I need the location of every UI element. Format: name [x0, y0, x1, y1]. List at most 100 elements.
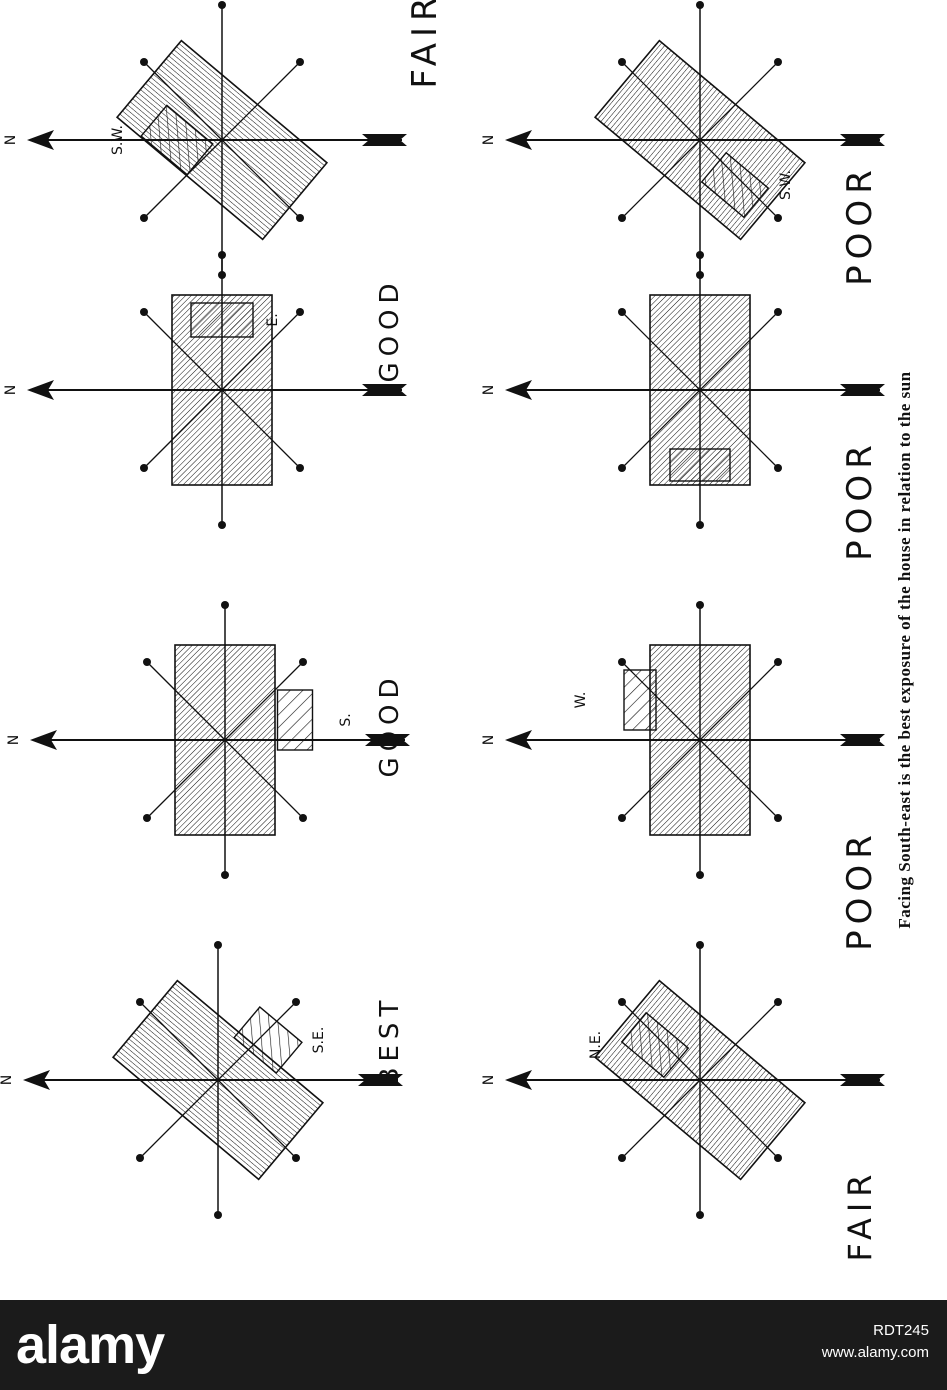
north-arrow-head-icon [505, 730, 532, 750]
arrow-feather-tail-icon [358, 1074, 403, 1086]
arrow-feather-tail-icon [840, 1074, 885, 1086]
axis-end-dot [696, 941, 704, 949]
image-code: RDT245 [873, 1322, 929, 1339]
wing-direction-label: E. [265, 313, 281, 326]
site-url: www.alamy.com [821, 1344, 929, 1361]
axis-end-dot [218, 521, 226, 529]
house-wing-shape [140, 104, 214, 176]
north-label: N [481, 135, 497, 145]
axis-end-dot [696, 871, 704, 879]
north-label: N [481, 735, 497, 745]
axis-end-dot [696, 521, 704, 529]
north-label: N [3, 385, 19, 395]
wing-direction-label: W. [573, 692, 589, 709]
north-arrow-head-icon [27, 380, 54, 400]
north-arrow-head-icon [27, 130, 54, 150]
axis-end-dot [214, 1211, 222, 1219]
axis-end-dot [696, 1, 704, 9]
spoke-end-dot [774, 464, 782, 472]
rating-label-poor-3: POOR [840, 164, 880, 286]
spoke-end-dot [296, 464, 304, 472]
axis-end-dot [696, 271, 704, 279]
house-body-shape [115, 39, 329, 241]
compass-panel-2: N S. [6, 601, 410, 879]
spoke-end-dot [618, 214, 626, 222]
rating-label-fair-2: FAIR [841, 1168, 879, 1262]
spoke-end-dot [618, 1154, 626, 1162]
spoke-end-dot [774, 814, 782, 822]
spoke-end-dot [136, 1154, 144, 1162]
house-wing-shape [233, 1006, 303, 1074]
spoke-end-dot [774, 658, 782, 666]
compass-panel-6: N W. [481, 601, 885, 879]
compass-panel-3: N E. [3, 251, 407, 529]
north-arrow-head-icon [23, 1070, 50, 1090]
house-body-shape [174, 644, 276, 836]
spoke-end-dot [774, 214, 782, 222]
wing-direction-label: S.E. [311, 1027, 327, 1054]
north-arrow-head-icon [30, 730, 57, 750]
house-wing-shape [620, 1011, 690, 1079]
north-label: N [481, 385, 497, 395]
compass-panel-1: N S.E. [0, 941, 403, 1219]
spoke-end-dot [140, 308, 148, 316]
spoke-end-dot [140, 58, 148, 66]
arrow-feather-tail-icon [362, 134, 407, 146]
arrow-feather-tail-icon [362, 384, 407, 396]
rating-label-good-1: GOOD [375, 672, 405, 778]
arrow-feather-tail-icon [840, 384, 885, 396]
house-wing-shape [190, 302, 254, 338]
brand-logo: alamy [16, 1315, 165, 1375]
axis-end-dot [218, 271, 226, 279]
wing-direction-label: N.E. [588, 1031, 604, 1059]
spoke-end-dot [143, 814, 151, 822]
house-wing-shape [276, 689, 314, 751]
spoke-end-dot [140, 214, 148, 222]
spoke-end-dot [296, 58, 304, 66]
spoke-end-dot [618, 464, 626, 472]
spoke-end-dot [296, 214, 304, 222]
compass-panel-5: N N.E. [481, 941, 885, 1219]
house-body-shape [649, 644, 751, 836]
rating-label-poor-1: POOR [840, 829, 880, 951]
spoke-end-dot [292, 1154, 300, 1162]
spoke-end-dot [299, 814, 307, 822]
spoke-end-dot [618, 308, 626, 316]
arrow-feather-tail-icon [840, 134, 885, 146]
stock-footer-bar: alamy RDT245 www.alamy.com [0, 1300, 947, 1390]
arrow-feather-tail-icon [365, 734, 410, 746]
axis-end-dot [218, 1, 226, 9]
rating-label-poor-2: POOR [840, 439, 880, 561]
north-label: N [6, 735, 22, 745]
axis-end-dot [221, 871, 229, 879]
north-label: N [0, 1075, 15, 1085]
image-id-block: RDT245 www.alamy.com [822, 1320, 929, 1364]
axis-end-dot [696, 1211, 704, 1219]
compass-panel-7: N [481, 251, 885, 529]
spoke-end-dot [618, 658, 626, 666]
spoke-end-dot [618, 998, 626, 1006]
spoke-end-dot [774, 1154, 782, 1162]
figure-caption: Facing South-east is the best exposure o… [895, 371, 914, 929]
spoke-end-dot [774, 308, 782, 316]
axis-end-dot [221, 601, 229, 609]
spoke-end-dot [774, 998, 782, 1006]
spoke-end-dot [618, 814, 626, 822]
wing-direction-label: S.W. [110, 125, 126, 155]
rating-label-best: BEST [375, 994, 405, 1086]
house-wing-shape [700, 151, 770, 219]
house-wing-shape [669, 448, 731, 482]
wing-direction-label: S. [338, 713, 354, 726]
rating-label-fair-1: FAIR [405, 0, 445, 89]
north-arrow-head-icon [505, 130, 532, 150]
spoke-end-dot [774, 58, 782, 66]
spoke-end-dot [143, 658, 151, 666]
north-arrow-head-icon [505, 380, 532, 400]
rating-label-good-2: GOOD [375, 277, 405, 383]
compass-panel-8: NS.W. [481, 1, 885, 279]
spoke-end-dot [140, 464, 148, 472]
north-label: N [481, 1075, 497, 1085]
spoke-end-dot [292, 998, 300, 1006]
